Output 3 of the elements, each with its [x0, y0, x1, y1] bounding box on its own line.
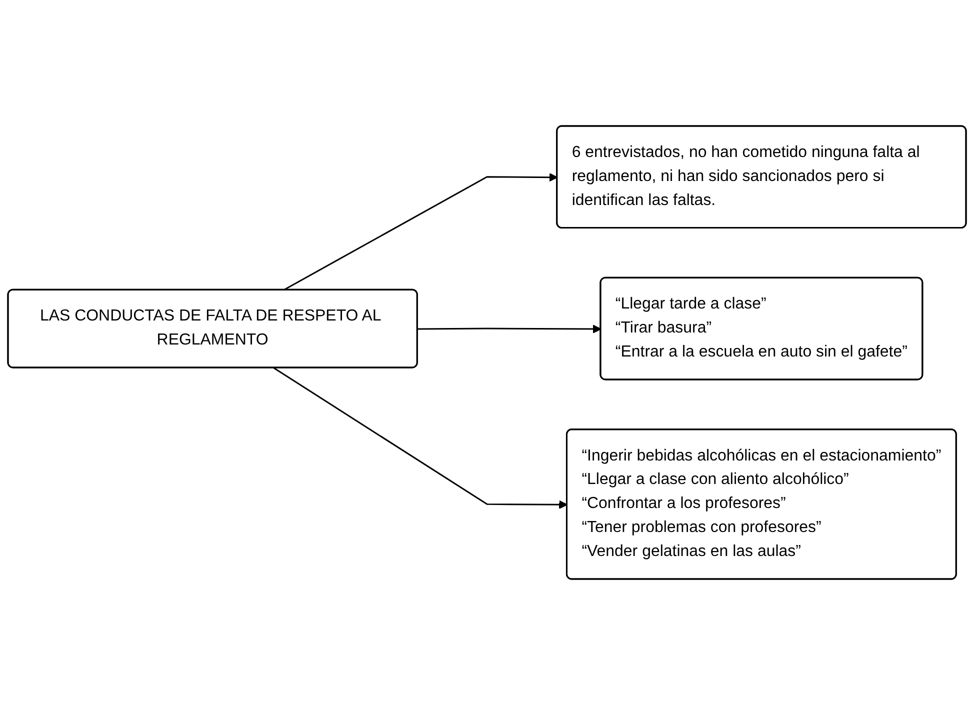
- arrow: [283, 172, 558, 291]
- arrow: [418, 324, 602, 334]
- arrow: [273, 367, 568, 510]
